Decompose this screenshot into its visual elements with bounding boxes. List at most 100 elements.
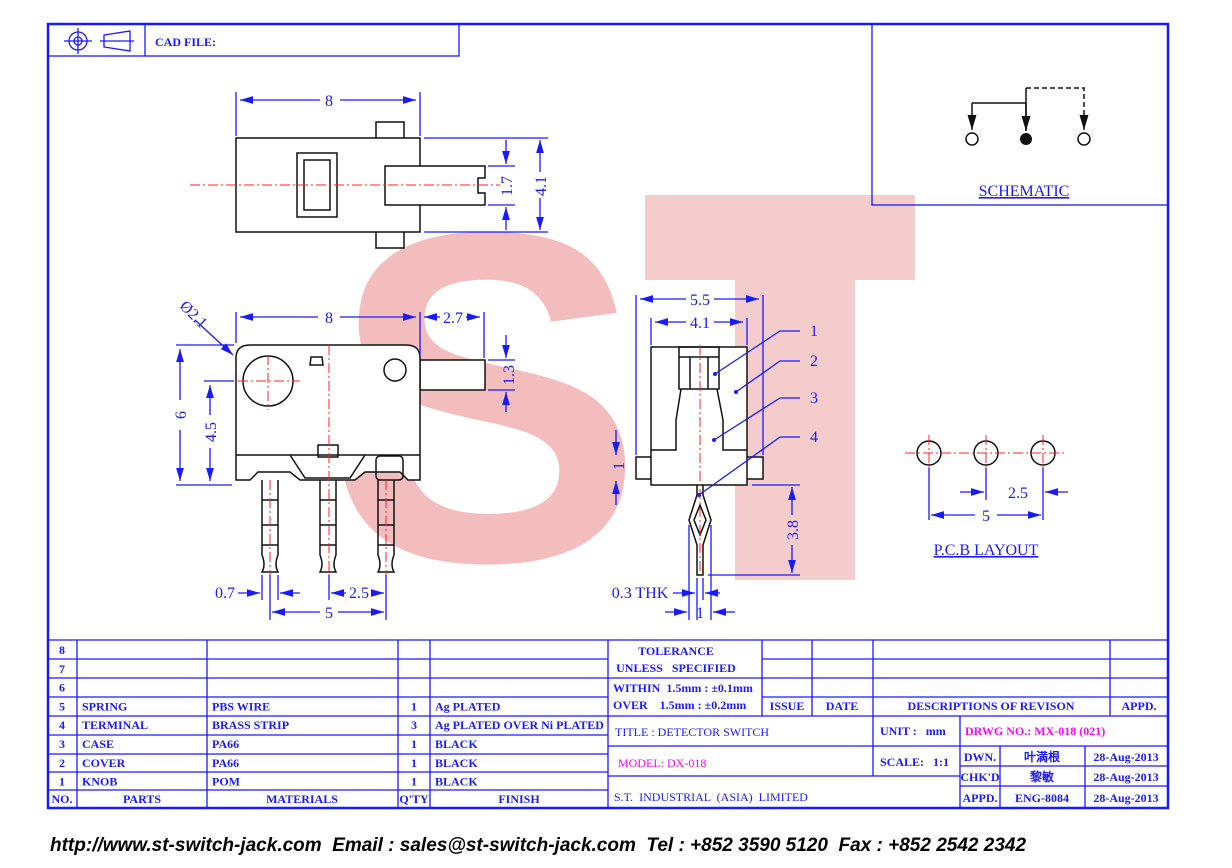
bom-part: SPRING <box>82 699 127 713</box>
revision-issue-header: ISSUE <box>770 699 805 713</box>
bom-row: 5 SPRING PBS WIRE 1 Ag PLATED <box>59 699 501 713</box>
bom-part: CASE <box>82 737 114 751</box>
scale-label: SCALE: 1:1 <box>880 755 949 769</box>
bom-row: 7 <box>59 662 65 676</box>
bom-part: KNOB <box>82 775 117 789</box>
bom-row: 2 COVER PA66 1 BLACK <box>59 756 478 770</box>
projection-symbol-icon <box>64 28 134 54</box>
drawing-number: DRWG NO.: MX-018 (021) <box>965 724 1105 738</box>
bom-row: 3 CASE PA66 1 BLACK <box>59 737 478 751</box>
revision-date-header: DATE <box>826 699 858 713</box>
bom-no: 5 <box>59 699 65 713</box>
signoff-role: DWN. <box>964 750 996 764</box>
bom-no: 4 <box>59 718 65 732</box>
revision-desc-header: DESCRIPTIONS OF REVISON <box>908 699 1075 713</box>
schematic-label: SCHEMATIC <box>979 183 1070 200</box>
tolerance-subtitle: UNLESS SPECIFIED <box>616 661 736 675</box>
contact-footer: http://www.st-switch-jack.com Email : sa… <box>50 835 1026 856</box>
signoff-name: ENG-8084 <box>1015 791 1069 805</box>
callout-1: 1 <box>810 323 818 340</box>
bom-part: COVER <box>82 756 126 770</box>
bom-material: POM <box>212 775 240 789</box>
dim-side-inner: 4.1 <box>690 315 710 332</box>
dim-pcb-span: 5 <box>982 508 990 525</box>
callout-4: 4 <box>810 429 818 446</box>
dim-front-tab: 2.7 <box>443 310 463 327</box>
dim-pcb-pitch: 2.5 <box>1008 485 1028 502</box>
callout-3: 3 <box>810 390 818 407</box>
bom-header-finish: FINISH <box>498 792 540 806</box>
signoff-date: 28-Aug-2013 <box>1093 750 1158 764</box>
dim-pin-pitch: 2.5 <box>349 585 369 602</box>
dim-front-width: 8 <box>325 310 333 327</box>
unit-label: UNIT : mm <box>880 724 946 738</box>
callout-2: 2 <box>810 353 818 370</box>
bom-qty: 1 <box>411 775 417 789</box>
side-view: 5.5 4.1 1 3.8 0.3 THK 1 1 2 3 4 <box>611 292 818 622</box>
bom-header-qty: Q'TY <box>399 792 429 806</box>
bom-no: 3 <box>59 737 65 751</box>
tolerance-within: WITHIN 1.5mm : ±0.1mm <box>613 681 753 695</box>
bom-material: PA66 <box>212 756 239 770</box>
signoff-date: 28-Aug-2013 <box>1093 770 1158 784</box>
bom-header-materials: MATERIALS <box>266 792 338 806</box>
dim-front-height: 6 <box>173 411 190 419</box>
tolerance-title: TOLERANCE <box>638 644 714 658</box>
bom-finish: BLACK <box>435 756 478 770</box>
bom-header-parts: PARTS <box>123 792 161 806</box>
bom-finish: BLACK <box>435 775 478 789</box>
bom-no: 2 <box>59 756 65 770</box>
revision-appd-header: APPD. <box>1122 699 1157 713</box>
switch-schematic-icon <box>965 87 1091 146</box>
pcb-layout-label: P.C.B LAYOUT <box>934 542 1039 559</box>
dim-top-width: 8 <box>325 93 333 110</box>
dim-pin-width: 0.7 <box>215 585 235 602</box>
dim-side-outer: 5.5 <box>690 292 710 309</box>
bom-no: 8 <box>59 643 65 657</box>
dim-side-flange: 1 <box>611 462 628 470</box>
dim-pin-span: 5 <box>325 605 333 622</box>
dim-front-tab-height: 1.3 <box>501 365 518 385</box>
bom-finish: Ag PLATED <box>435 699 501 713</box>
tolerance-over: OVER 1.5mm : ±0.2mm <box>613 698 746 712</box>
bom-no: 7 <box>59 662 65 676</box>
dim-side-pin-length: 3.8 <box>785 520 802 540</box>
dim-front-hole-height: 4.5 <box>203 422 220 442</box>
bom-material: BRASS STRIP <box>212 718 289 732</box>
company-name: S.T. INDUSTRIAL (ASIA) LIMITED <box>614 790 808 804</box>
bom-table <box>48 639 1168 808</box>
dim-top-4-1: 4.1 <box>533 176 550 196</box>
signoff-name: 叶満根 <box>1024 749 1060 764</box>
dim-side-pin-width: 1 <box>696 605 704 622</box>
bom-row: 6 <box>59 681 65 695</box>
dim-top-1-7: 1.7 <box>499 176 516 196</box>
signoff-row: DWN. 叶満根 28-Aug-2013 <box>964 749 1159 764</box>
bom-row: 1 KNOB POM 1 BLACK <box>59 775 478 789</box>
cad-file-label: CAD FILE: <box>155 35 216 49</box>
signoff-date: 28-Aug-2013 <box>1093 791 1158 805</box>
bom-finish: Ag PLATED OVER Ni PLATED <box>435 718 604 732</box>
bom-header-no: NO. <box>52 792 73 806</box>
bom-qty: 1 <box>411 699 417 713</box>
cad-file-box <box>47 23 460 57</box>
bom-qty: 1 <box>411 756 417 770</box>
bom-no: 1 <box>59 775 65 789</box>
bom-material: PA66 <box>212 737 239 751</box>
signoff-role: CHK'D <box>960 770 1000 784</box>
bom-material: PBS WIRE <box>212 699 270 713</box>
bom-part: TERMINAL <box>82 718 148 732</box>
signoff-name: 黎敏 <box>1030 769 1055 784</box>
drawing-title: TITLE : DETECTOR SWITCH <box>615 725 769 739</box>
dim-side-thickness: 0.3 THK <box>612 585 669 602</box>
dim-front-diameter: Ø2.1 <box>176 298 210 332</box>
schematic-box <box>871 23 1169 206</box>
bom-finish: BLACK <box>435 737 478 751</box>
bom-qty: 1 <box>411 737 417 751</box>
bom-no: 6 <box>59 681 65 695</box>
title-block-grid <box>608 640 1168 808</box>
pcb-layout: 2.5 5 P.C.B LAYOUT <box>905 435 1068 559</box>
model-label: MODEL: DX-018 <box>618 756 706 770</box>
